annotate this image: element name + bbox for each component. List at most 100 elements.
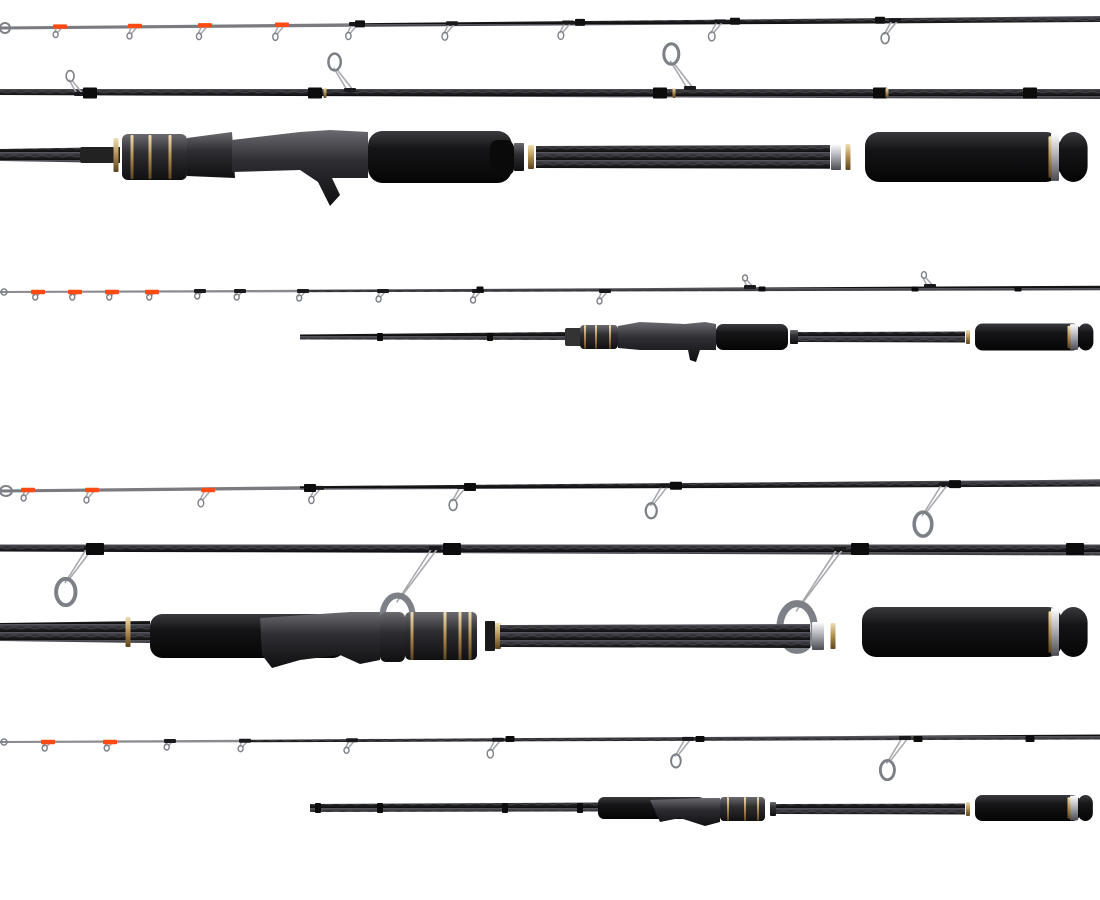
fore-grip	[975, 795, 1080, 821]
butt-cap	[1059, 132, 1088, 182]
butt-trim	[1048, 611, 1052, 653]
section-wrap	[911, 286, 919, 292]
tip-top	[0, 485, 13, 497]
guide-ring	[65, 69, 75, 83]
guide-ring	[486, 748, 495, 759]
section-wrap	[1023, 87, 1037, 99]
line-guide	[486, 737, 504, 759]
line-guide	[880, 18, 901, 45]
guide-wrap	[682, 736, 694, 741]
seat-nut-trim	[130, 135, 134, 179]
guide-ring	[557, 30, 565, 41]
reel-seat-body	[260, 612, 380, 668]
guide-wrap-orange	[53, 24, 67, 29]
guide-wrap	[377, 289, 389, 293]
section-wrap	[695, 736, 705, 742]
line-guide	[327, 52, 356, 92]
butt-ring	[1070, 795, 1078, 821]
guide-frame	[795, 548, 844, 612]
line-guide	[920, 271, 936, 288]
line-guide	[105, 289, 119, 301]
reel-seat-nut	[405, 612, 477, 660]
hook-keeper-wrap	[80, 147, 120, 163]
collar	[790, 330, 798, 344]
collar	[770, 802, 776, 816]
ferrule-wrap	[730, 17, 740, 25]
rear-gold	[966, 802, 970, 816]
winding-check	[490, 140, 514, 176]
reel-seat-hood	[380, 612, 405, 662]
line-guide	[662, 42, 696, 90]
rod-blank-section	[536, 145, 830, 169]
guide-ring	[670, 753, 682, 769]
section-wrap	[505, 736, 515, 742]
line-guide	[375, 289, 389, 303]
guide-wrap	[194, 289, 206, 293]
line-guide	[912, 482, 951, 538]
guide-ring	[195, 32, 203, 41]
line-guide	[195, 23, 212, 41]
rod-blank-section	[0, 621, 150, 643]
butt-ring	[1051, 608, 1059, 656]
guide-wrap	[239, 738, 251, 743]
reel-seat-body	[187, 132, 235, 178]
section-wrap	[464, 482, 476, 491]
guide-ring	[707, 31, 716, 42]
seat-nut-trim	[168, 135, 172, 179]
seat-nut-trim	[757, 797, 759, 821]
rod-blank-section	[776, 803, 965, 815]
rear-grip	[975, 323, 1080, 351]
guide-ring	[596, 297, 603, 305]
line-guide	[83, 487, 99, 504]
line-guide	[670, 736, 694, 769]
guide-ring	[912, 510, 934, 538]
gold-trim	[323, 88, 327, 98]
fore-grip	[862, 607, 1062, 657]
guide-wrap-orange	[198, 23, 212, 28]
section-wrap	[873, 87, 887, 99]
line-guide	[52, 24, 67, 39]
ferrule-wrap	[315, 803, 321, 813]
spinning-rod-small	[0, 734, 1100, 826]
ferrule-wrap	[577, 803, 583, 813]
seat-nut-trim	[468, 612, 472, 660]
rod-blank-section	[250, 734, 1100, 743]
line-guide	[295, 289, 309, 302]
ferrule-wrap	[487, 333, 493, 341]
guide-ring	[197, 498, 205, 508]
ferrule-wrap	[875, 16, 885, 24]
tip-top	[0, 738, 8, 746]
rod-blank-section	[798, 331, 965, 343]
rod-blank-section	[300, 332, 565, 340]
butt-ring	[1070, 324, 1078, 350]
collar	[485, 621, 495, 651]
tip-top	[0, 288, 8, 296]
guide-ring	[237, 745, 244, 753]
butt-cap	[1078, 795, 1093, 821]
butt-side-gold	[125, 617, 131, 647]
guide-wrap-orange	[103, 739, 117, 745]
guide-wrap-orange	[105, 289, 119, 295]
line-guide	[878, 736, 911, 782]
gold-trim	[672, 88, 676, 98]
rear-collar	[831, 144, 841, 170]
line-guide	[163, 739, 176, 751]
guide-wrap	[714, 19, 726, 24]
seat-nut-trim	[410, 612, 414, 660]
guide-ring	[345, 31, 352, 41]
tip-top	[0, 22, 11, 34]
rod-blank-section	[0, 23, 360, 30]
section-wrap	[670, 481, 682, 490]
ferrule-wrap	[377, 333, 383, 341]
guide-ring	[880, 31, 890, 45]
guide-ring	[308, 495, 315, 505]
guide-wrap	[297, 289, 309, 293]
butt-ring	[1051, 133, 1059, 181]
guide-wrap-orange	[85, 487, 99, 493]
line-guide	[707, 19, 726, 42]
guide-wrap-orange	[68, 289, 82, 295]
butt-trim	[1048, 136, 1052, 178]
line-guide	[596, 289, 611, 305]
trigger-seat	[232, 130, 368, 206]
